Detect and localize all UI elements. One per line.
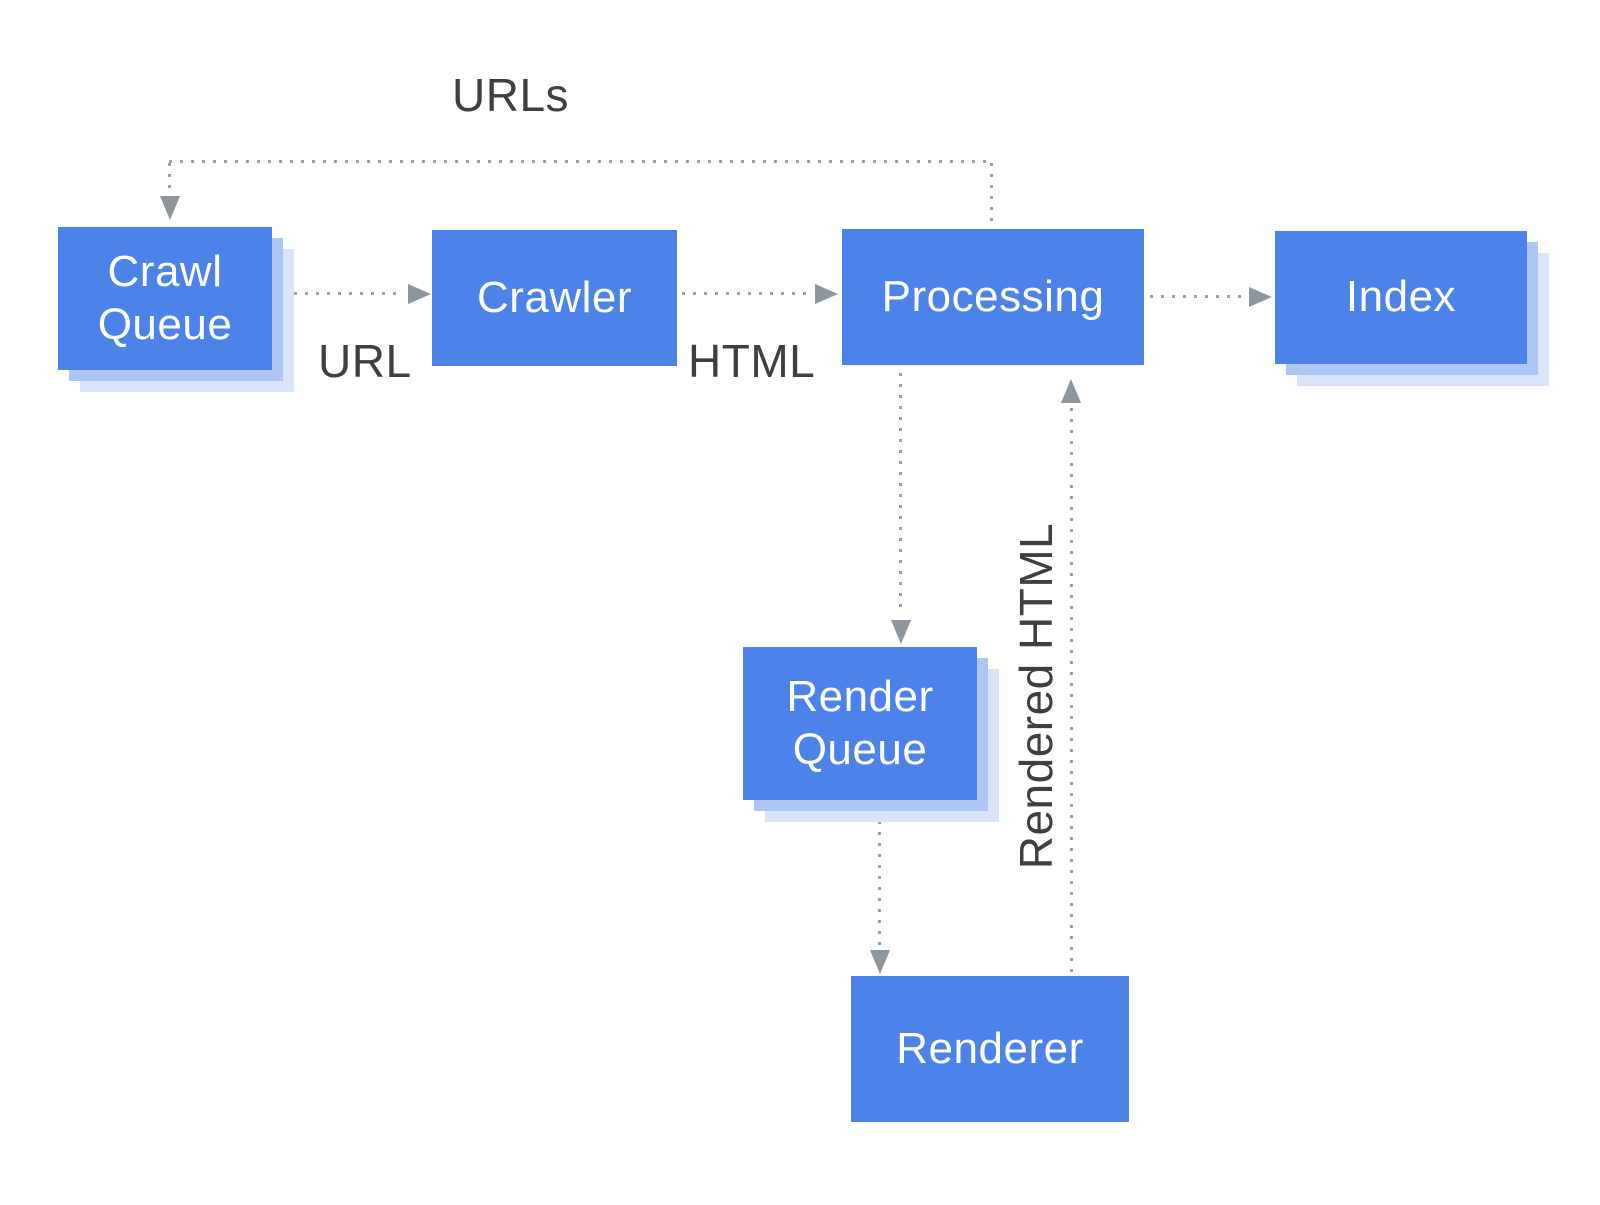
node-processing-face: Processing [842,229,1144,365]
edge-crawlqueue-crawler-line [294,292,404,295]
edge-processing-index-line [1150,295,1246,298]
arrowhead-up-into-processing [1061,379,1081,403]
node-crawl-queue: Crawl Queue [58,227,272,370]
edge-label-url: URL [318,335,412,387]
edge-label-rendered-html: Rendered HTML [1010,522,1062,870]
arrowhead-into-crawler [408,284,431,304]
edge-processing-crawlqueue-top-line [169,160,992,163]
node-crawler-label: Crawler [476,272,633,322]
node-index-label: Index [1345,272,1457,322]
node-crawl-queue-face: Crawl Queue [58,227,272,370]
edge-processing-renderqueue-line [899,373,902,615]
node-renderer-face: Renderer [851,976,1129,1122]
arrowhead-into-crawl-queue [160,196,180,220]
node-crawl-queue-label: Crawl Queue [97,246,233,349]
arrowhead-into-index [1249,287,1272,307]
edge-renderqueue-renderer-line [878,810,881,946]
arrowhead-into-render-queue [891,620,911,644]
node-render-queue: Render Queue [743,647,977,800]
node-index: Index [1275,231,1527,364]
node-renderer: Renderer [851,976,1129,1122]
arrowhead-into-processing [815,284,838,304]
node-crawler-face: Crawler [432,230,677,366]
node-processing-label: Processing [881,271,1105,321]
node-render-queue-face: Render Queue [743,647,977,800]
node-render-queue-label: Render Queue [786,671,934,774]
edge-label-urls: URLs [452,69,570,121]
edge-label-html: HTML [688,335,816,387]
node-crawler: Crawler [432,230,677,366]
node-renderer-label: Renderer [896,1023,1084,1073]
edge-processing-crawlqueue-right-line [990,163,993,229]
node-processing: Processing [842,229,1144,365]
node-index-face: Index [1275,231,1527,364]
edge-processing-crawlqueue-left-line [168,163,171,196]
edge-crawler-processing-line [682,292,810,295]
edge-renderer-processing-line [1070,408,1073,974]
arrowhead-into-renderer [870,950,890,974]
